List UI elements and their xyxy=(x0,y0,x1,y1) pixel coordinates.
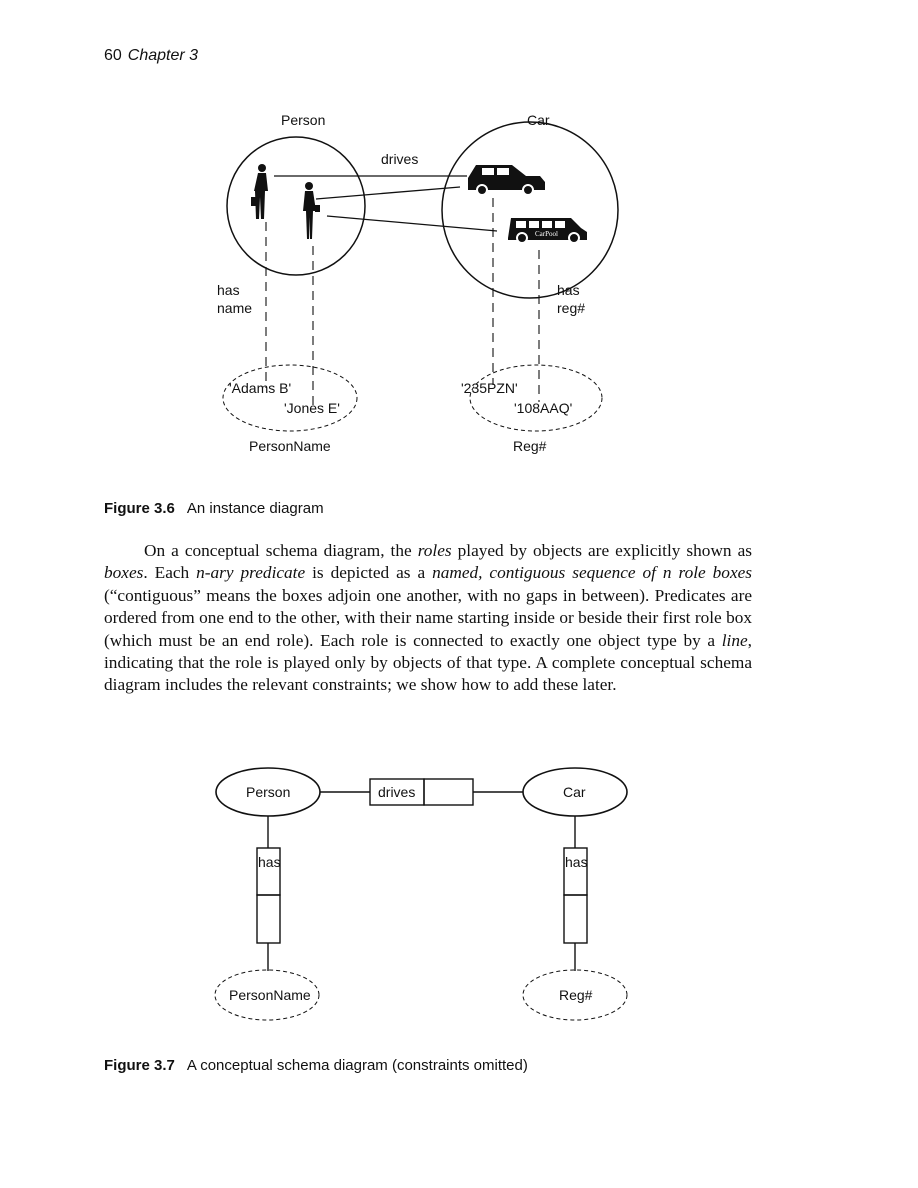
regnum-value-type-ellipse xyxy=(522,969,628,1021)
figure-3-6-instance-diagram: Person Car drives CarPool xyxy=(217,112,619,454)
person-label: Person xyxy=(281,112,325,128)
reference-dashed-lines xyxy=(265,198,540,406)
chapter-label: Chapter 3 xyxy=(127,47,199,64)
reg-right-label: reg# xyxy=(557,300,585,316)
figure-3-6-caption: Figure 3.6 An instance diagram xyxy=(104,500,324,517)
name-left-label: name xyxy=(217,300,252,316)
has-left-role-box-2 xyxy=(256,894,281,944)
name-value-adams: 'Adams B' xyxy=(229,380,291,396)
drives-label: drives xyxy=(381,151,418,167)
reg-value-108aaq: '108AAQ' xyxy=(514,400,572,416)
para-text-6: , indicating that the role is played onl… xyxy=(104,630,752,695)
running-head: 60 Chapter 3 xyxy=(104,47,198,65)
personname-value-ellipse xyxy=(222,364,358,432)
page-number: 60 xyxy=(104,47,122,64)
sedan-car-icon xyxy=(468,165,545,196)
figure-3-7-caption: Figure 3.7 A conceptual schema diagram (c… xyxy=(104,1057,528,1074)
drives-role-box-2 xyxy=(423,778,474,806)
reg-value-235pzn: '235PZN' xyxy=(461,380,518,396)
car-population-circle xyxy=(441,121,619,299)
regnum-value-ellipse xyxy=(469,364,603,432)
para-italic-roles: roles xyxy=(417,541,452,560)
para-text-3: . Each xyxy=(143,563,197,583)
figure-3-7-number: Figure 3.7 xyxy=(104,1057,175,1074)
van-brand-label: CarPool xyxy=(535,230,558,238)
van-car-icon: CarPool xyxy=(508,218,587,244)
car-label: Car xyxy=(527,112,550,128)
para-italic-boxes: boxes xyxy=(104,563,144,583)
personname-value-type-ellipse xyxy=(214,969,320,1021)
businessman-icon xyxy=(251,164,268,219)
businesswoman-icon xyxy=(303,182,320,239)
para-text-4: is depicted as a xyxy=(305,563,433,583)
body-paragraph: On a conceptual schema diagram, the role… xyxy=(104,540,752,697)
schema-car-label: Car xyxy=(563,784,586,800)
regnum-label: Reg# xyxy=(513,438,547,454)
drives-line-2 xyxy=(315,186,461,200)
para-italic-nary: n-ary predicate xyxy=(196,563,306,583)
figure-3-7-title: A conceptual schema diagram (constraints… xyxy=(186,1057,528,1074)
name-value-jones: 'Jones E' xyxy=(284,400,340,416)
para-italic-line: line xyxy=(721,630,748,650)
figure-3-6-title: An instance diagram xyxy=(186,500,324,517)
schema-regnum-label: Reg# xyxy=(559,987,593,1003)
person-population-circle xyxy=(226,136,366,276)
para-text-2: played by objects are explicitly shown a… xyxy=(451,541,752,560)
para-text-1: On a conceptual schema diagram, the xyxy=(144,541,418,560)
personname-label: PersonName xyxy=(249,438,331,454)
has-right-label: has xyxy=(557,282,580,298)
para-text-5: (“contiguous” means the boxes adjoin one… xyxy=(104,585,752,650)
has-left-label: has xyxy=(217,282,240,298)
schema-has-right-label: has xyxy=(565,854,588,870)
drives-line-3 xyxy=(326,215,498,232)
figure-3-7-schema-diagram: Person Car drives has has PersonName Reg… xyxy=(214,767,628,1021)
has-right-role-box-2 xyxy=(563,894,588,944)
schema-has-left-label: has xyxy=(258,854,281,870)
para-italic-sequence: named, contiguous sequence of n role box… xyxy=(432,563,753,583)
schema-drives-label: drives xyxy=(378,784,415,800)
schema-personname-label: PersonName xyxy=(229,987,311,1003)
figure-3-6-number: Figure 3.6 xyxy=(104,500,175,517)
schema-person-label: Person xyxy=(246,784,290,800)
